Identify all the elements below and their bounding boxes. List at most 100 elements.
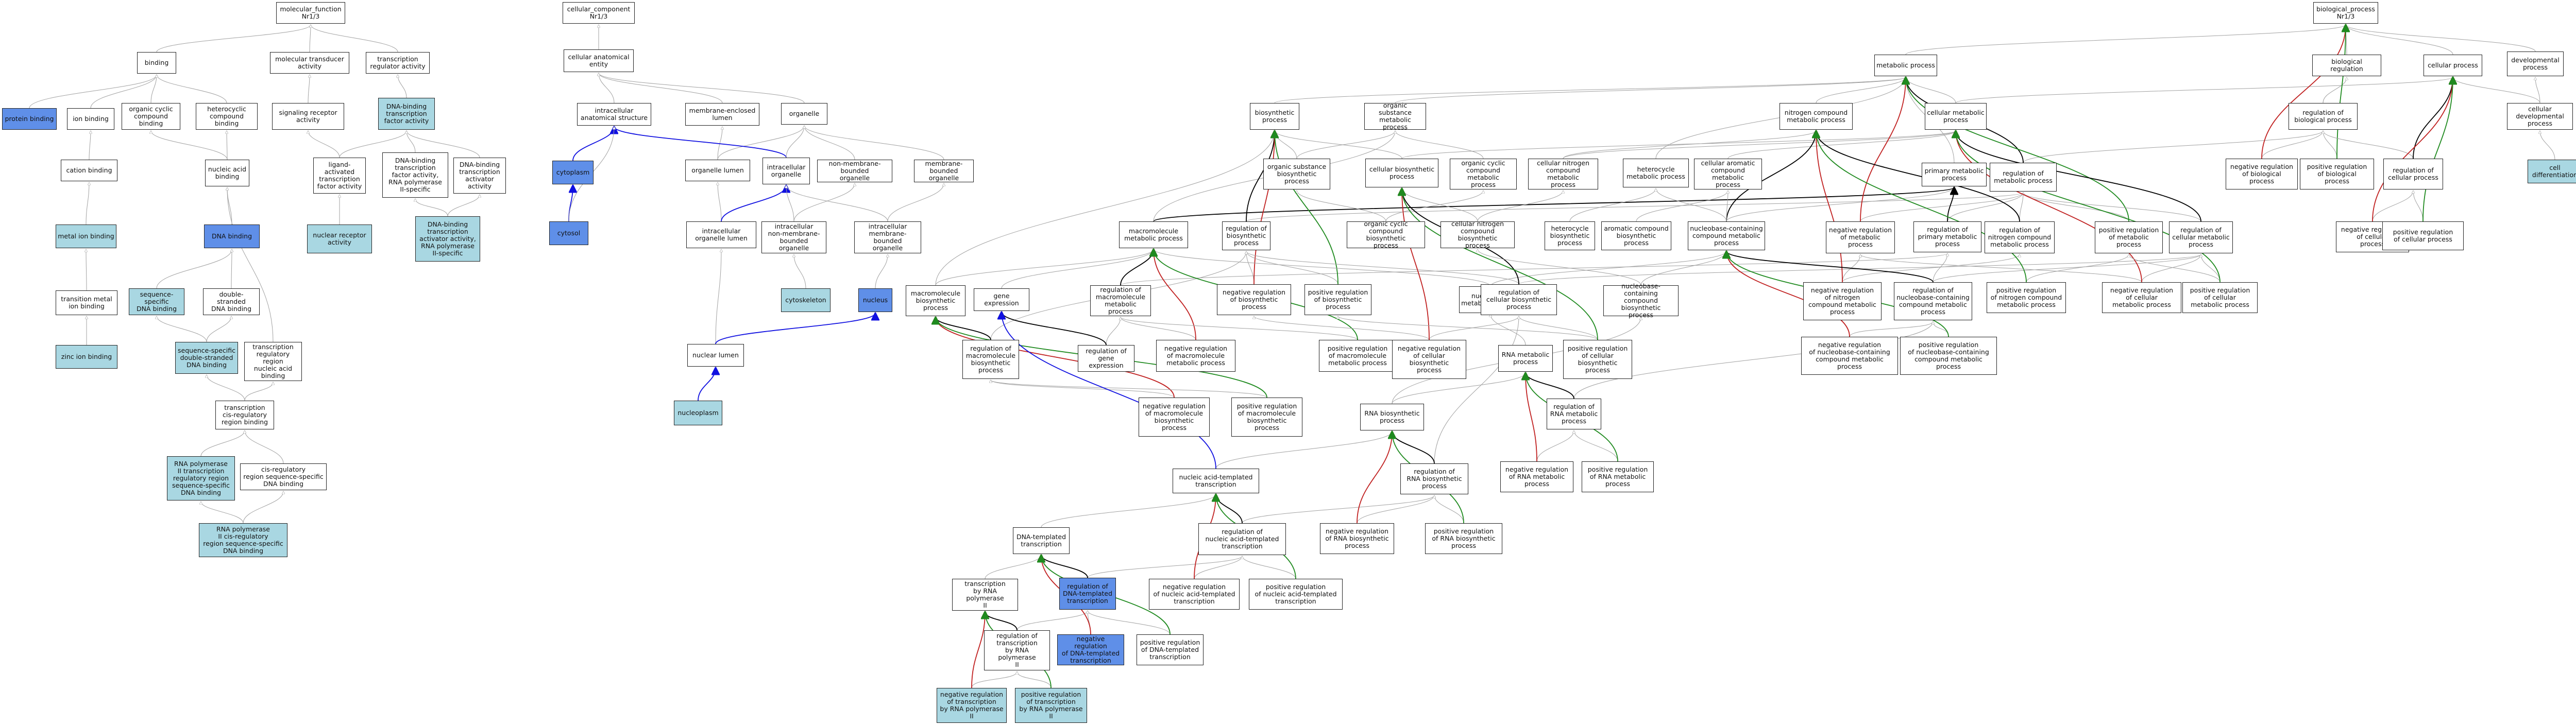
edge-cacmp-to-cmp (1727, 131, 1956, 159)
edge-metalb-to-cationb (86, 182, 89, 225)
term-node-rnatt: regulation of nucleic acid-templated tra… (1198, 523, 1286, 555)
term-node-cbp: cellular biosynthetic process (1365, 159, 1438, 187)
term-node-cytoskel: cytoskeleton (781, 288, 831, 312)
term-node-prncmp: positive regulation of nitrogen compound… (1987, 282, 2066, 313)
term-node-prmmp: positive regulation of macromolecule met… (1319, 340, 1396, 372)
edge-osmp-to-mp (1395, 77, 1906, 103)
term-node-hccb: heterocyclic compound binding (196, 103, 258, 130)
edge-rgeneexp-to-rmmp (1106, 317, 1121, 346)
edge-prmp-to-rmp (2023, 193, 2129, 222)
edge-namp-to-nbcmp (1490, 251, 1726, 287)
edge-nbcmp-to-hcmp (1656, 188, 1727, 222)
edge-rnbcmp-to-rpmp (1933, 253, 1947, 283)
edge-cationb-to-ionbind (89, 131, 91, 160)
term-node-trp: transcription by RNA polymerase II (952, 579, 1018, 611)
edge-mel-to-cae (599, 73, 723, 103)
term-node-prrnamp: positive regulation of RNA metabolic pro… (1582, 461, 1654, 492)
term-node-nrtrp: negative regulation of transcription by … (937, 688, 1007, 723)
term-node-tmib: transition metal ion binding (56, 290, 117, 315)
edge-prncmp-to-ncmp (1816, 131, 2027, 283)
edge-rp2trr-to-tcrrb (200, 430, 245, 457)
term-node-rdtt: regulation of DNA-templated transcriptio… (1059, 578, 1116, 610)
term-node-nrnatt: negative regulation of nucleic acid-temp… (1149, 579, 1240, 610)
term-node-dtt: DNA-templated transcription (1013, 527, 1070, 554)
term-node-breg: biological regulation (2312, 55, 2381, 76)
edge-prcbp-to-prbiosyn (1338, 316, 1598, 340)
edge-nbcmp-to-pmp (1726, 187, 1954, 222)
term-node-nbcbp: nucleobase-containing compound biosynthe… (1603, 283, 1679, 319)
edge-cbp-to-cmp (1401, 131, 1956, 159)
edge-rcmp-to-cmp (1956, 131, 2201, 222)
edge-dbtaa2-to-dbtfa2 (415, 199, 448, 217)
term-node-rpmp: regulation of primary metabolic process (1913, 221, 1981, 252)
edge-rbp-to-breg (2323, 77, 2347, 103)
term-node-nucleus: nucleus (858, 288, 892, 312)
term-node-ol: organelle lumen (685, 160, 750, 181)
edge-rtrp-to-rdtt (1016, 611, 1088, 631)
edge-imbo-to-mbo (887, 183, 944, 222)
term-node-nucleoplasm: nucleoplasm (674, 401, 722, 425)
edge-nrbiosyn-to-biosyn (1253, 131, 1275, 285)
term-node-rbp: regulation of biological process (2289, 103, 2358, 130)
edge-prrnamp-to-rrnamp (1574, 430, 1618, 462)
edge-nbcbp-to-cncbp (1478, 249, 1641, 286)
term-node-mbiosyn: macromolecule biosynthetic process (906, 285, 965, 316)
edge-ionbind-to-binding (90, 75, 157, 109)
edge-rcp-to-cp (2413, 77, 2453, 159)
edge-prbp-to-bp (2336, 25, 2346, 159)
edge-rtrp-to-trp (985, 612, 1018, 631)
term-node-biosyn: biosynthetic process (1250, 103, 1299, 130)
edge-nucleoplasm-to-nlumen (698, 368, 716, 401)
term-node-prnatt: positive regulation of nucleic acid-temp… (1249, 579, 1343, 610)
term-node-cncbp: cellular nitrogen compound biosynthetic … (1440, 220, 1515, 249)
edge-nucleus-to-imbo (875, 254, 888, 289)
edge-nrncmp-to-ncmp (1816, 131, 1843, 283)
term-node-mtrans: molecular transducer activity (270, 52, 349, 74)
edge-io-to-ias (614, 127, 787, 158)
edge-nrbp-to-bp (2261, 25, 2346, 159)
edge-nrrnabp-to-rrnabp (1357, 495, 1434, 524)
edge-cytoplasm-to-ias (572, 127, 614, 161)
term-node-osbp: organic substance biosynthetic process (1263, 159, 1330, 189)
edge-mtrans-to-mf (310, 25, 311, 53)
term-node-rcmp: regulation of cellular metabolic process (2169, 221, 2233, 253)
term-node-ias: intracellular anatomical structure (577, 103, 651, 126)
term-node-natt: nucleic acid-templated transcription (1173, 469, 1259, 493)
edge-nrcbp-to-nrbiosyn (1254, 316, 1430, 340)
term-node-prrnabp: positive regulation of RNA biosynthetic … (1425, 523, 1502, 554)
term-node-nrdtt: negative regulation of DNA-templated tra… (1057, 634, 1124, 665)
edge-nrcbp-to-rcbp (1429, 316, 1519, 340)
term-node-mel: membrane-enclosed lumen (685, 103, 759, 126)
term-node-geneexp: gene expression (974, 288, 1029, 311)
term-node-nmbo: non-membrane-bounded organelle (817, 160, 892, 182)
edge-dbtaa2-to-dbtaa (447, 195, 480, 217)
edge-rbiosyn-to-rmp (1246, 193, 2023, 222)
term-node-prcmp: positive regulation of cellular metaboli… (2182, 282, 2258, 313)
edge-prbiosyn-to-rbiosyn (1246, 251, 1338, 285)
edge-rp2crr-to-crrssdb (243, 491, 283, 524)
edge-rmmp-to-mmp (1120, 249, 1154, 286)
edge-rnamp-to-namp (1490, 314, 1526, 346)
edge-cytoskel-to-inmbo (794, 254, 806, 289)
term-node-dnab: DNA binding (204, 225, 260, 248)
term-node-organelle: organelle (781, 103, 827, 125)
term-node-trcrb: transcription regulatory region nucleic … (244, 342, 302, 381)
edge-cp-to-bp (2346, 25, 2453, 55)
term-node-binding: binding (137, 52, 176, 74)
term-node-rcp: regulation of cellular process (2383, 159, 2443, 189)
edge-iol-to-ol (718, 182, 722, 222)
edge-natt-to-geneexp (1002, 312, 1216, 469)
edge-prmbiosyn-to-rmbiosyn (991, 380, 1267, 398)
edge-rcbp-to-rbiosyn (1246, 251, 1519, 285)
edge-rrnabp-to-rnabp (1392, 431, 1435, 464)
edge-dnab-to-nab (227, 187, 232, 225)
edge-rdtt-to-dtt (1041, 555, 1088, 578)
edge-nab-to-occb (151, 131, 228, 160)
term-node-metalb: metal ion binding (56, 225, 116, 248)
edge-acbp-to-cacmp (1636, 191, 1728, 222)
edge-tcrrb-to-ssdsdb (207, 375, 245, 401)
term-node-cmp: cellular metabolic process (1925, 103, 1987, 130)
term-node-cae: cellular anatomical entity (564, 49, 634, 72)
edge-prnbcmp-to-rnbcmp (1933, 321, 1949, 337)
